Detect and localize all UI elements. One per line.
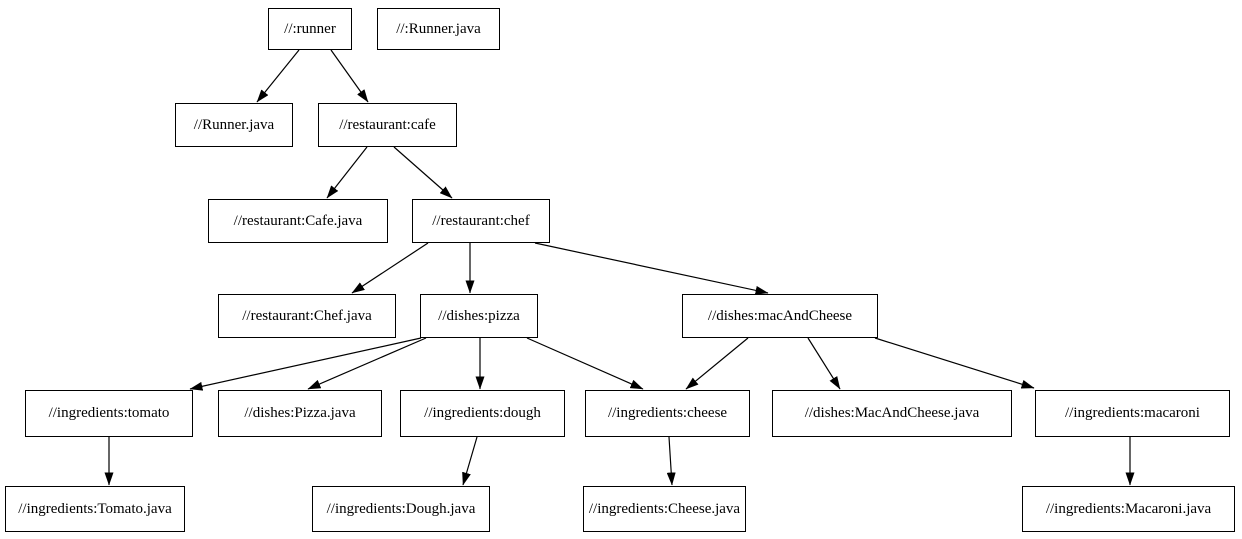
graph-node-dough-java: //ingredients:Dough.java [312,486,490,532]
graph-node-runner-java: //Runner.java [175,103,293,147]
graph-node-mac-and-cheese-java: //dishes:MacAndCheese.java [772,390,1012,437]
graph-node-cheese: //ingredients:cheese [585,390,750,437]
graph-node-macaroni: //ingredients:macaroni [1035,390,1230,437]
graph-node-cafe: //restaurant:cafe [318,103,457,147]
graph-node-tomato-java: //ingredients:Tomato.java [5,486,185,532]
graph-node-runner: //:runner [268,8,352,50]
graph-node-runner-java-src: //:Runner.java [377,8,500,50]
graph-node-mac-and-cheese: //dishes:macAndCheese [682,294,878,338]
graph-node-pizza: //dishes:pizza [420,294,538,338]
graph-node-cheese-java: //ingredients:Cheese.java [583,486,746,532]
graph-node-tomato: //ingredients:tomato [25,390,193,437]
graph-node-chef-java: //restaurant:Chef.java [218,294,396,338]
graph-node-chef: //restaurant:chef [412,199,550,243]
graph-node-macaroni-java: //ingredients:Macaroni.java [1022,486,1235,532]
graph-node-pizza-java: //dishes:Pizza.java [218,390,382,437]
graph-node-dough: //ingredients:dough [400,390,565,437]
graph-node-cafe-java: //restaurant:Cafe.java [208,199,388,243]
